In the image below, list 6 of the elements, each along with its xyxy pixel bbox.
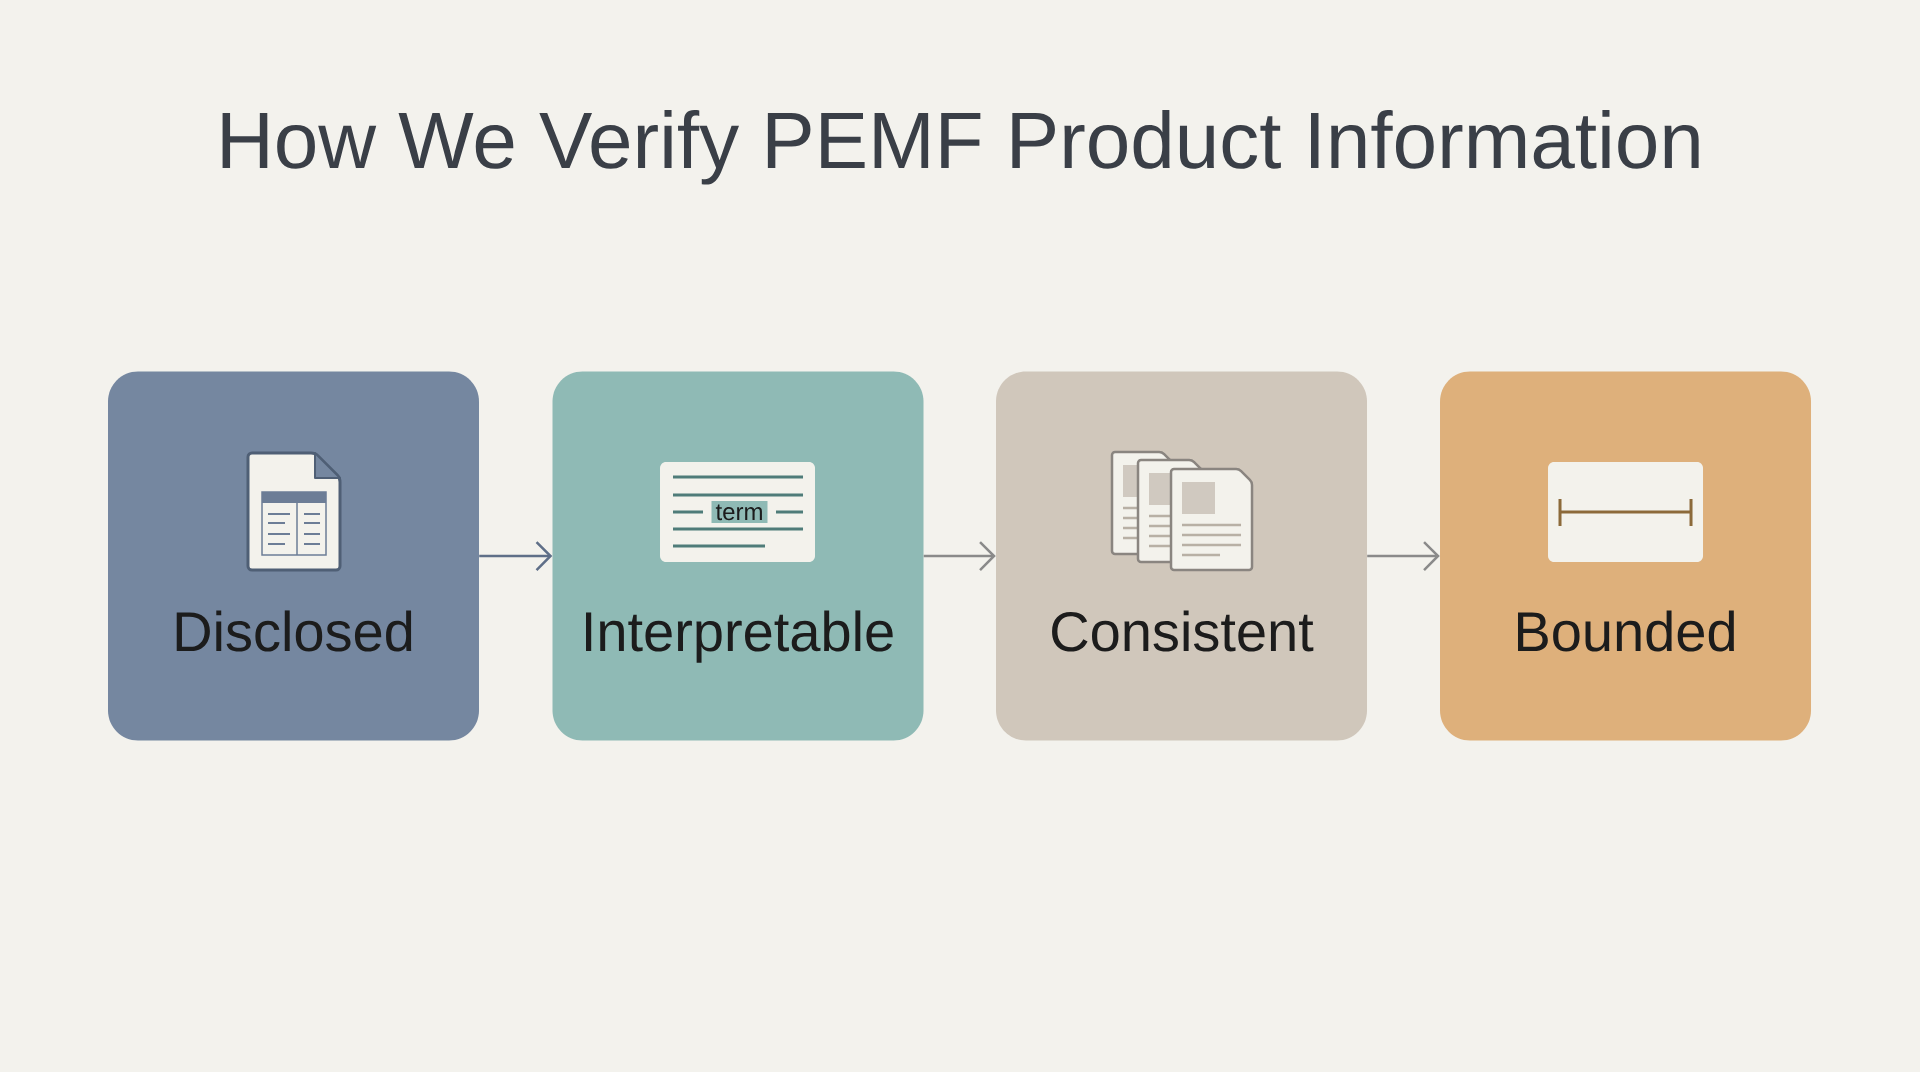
- arrow: [1367, 541, 1440, 571]
- arrow: [479, 541, 553, 571]
- highlighted-term: term: [711, 501, 768, 523]
- step-box: Disclosed: [108, 371, 479, 741]
- arrow: [923, 541, 996, 571]
- title: How We Verify PEMF Product Information: [222, 110, 1699, 185]
